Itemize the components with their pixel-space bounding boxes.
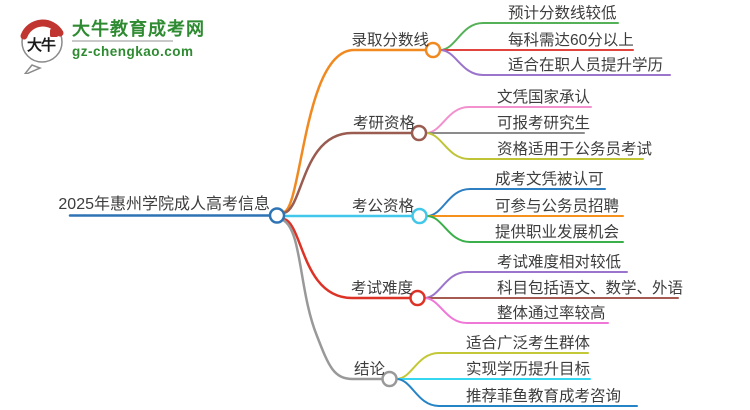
- root-node-handle[interactable]: [268, 207, 286, 224]
- topic-civil-service[interactable]: 考公资格: [351, 198, 414, 215]
- topic-admission-score[interactable]: 录取分数线: [351, 32, 429, 49]
- node-handle-postgrad-eligibility[interactable]: [410, 124, 428, 142]
- subtopic-60-points[interactable]: 每科需达60分以上: [508, 32, 634, 49]
- branch-line-postgrad-eligibility: [282, 131, 414, 215]
- branch-line-conclusion: [281, 218, 385, 381]
- subtopic-diploma-accepted[interactable]: 成考文凭被认可: [495, 171, 604, 188]
- logo-icon-text: 大牛: [27, 36, 56, 54]
- subtopic-low-difficulty[interactable]: 考试难度相对较低: [497, 254, 622, 271]
- topic-conclusion[interactable]: 结论: [353, 361, 385, 378]
- topic-exam-difficulty[interactable]: 考试难度: [350, 280, 413, 297]
- logo-title: 大牛教育成考网: [72, 19, 205, 39]
- subtopic-civil-exam-eligible[interactable]: 资格适用于公务员考试: [497, 141, 653, 158]
- branch-line-exam-difficulty: [282, 217, 412, 300]
- child-line-working-adults: [439, 49, 671, 76]
- topic-postgrad-eligibility[interactable]: 考研资格: [352, 115, 415, 132]
- root-topic-label[interactable]: 2025年惠州学院成人高考信息: [58, 196, 270, 213]
- subtopic-subjects[interactable]: 科目包括语文、数学、外语: [497, 280, 684, 297]
- logo-bull-icon: 大牛: [20, 19, 64, 74]
- child-line-pass-rate: [423, 297, 609, 324]
- logo-divider: [72, 40, 173, 42]
- subtopic-working-adults[interactable]: 适合在职人员提升学历: [508, 57, 664, 74]
- node-handle-civil-service[interactable]: [411, 207, 428, 225]
- node-handle-conclusion[interactable]: [381, 370, 398, 388]
- child-line-recommend-consult: [395, 378, 638, 407]
- logo: 大牛 大牛教育成考网 gz-chengkao.com: [10, 12, 205, 74]
- subtopic-pass-rate[interactable]: 整体通过率较高: [497, 305, 606, 322]
- branch-line-admission-score: [282, 48, 428, 214]
- logo-seal: [50, 29, 58, 37]
- logo-domain: gz-chengkao.com: [72, 44, 194, 59]
- subtopic-career-opportunity[interactable]: 提供职业发展机会: [495, 224, 620, 241]
- subtopic-apply-postgrad[interactable]: 可报考研究生: [497, 115, 591, 132]
- logo-red-cap: [20, 19, 64, 40]
- node-handle-admission-score[interactable]: [424, 41, 442, 59]
- subtopic-broad-candidates[interactable]: 适合广泛考生群体: [466, 335, 591, 352]
- child-line-civil-exam-eligible: [425, 132, 644, 160]
- subtopic-join-recruitment[interactable]: 可参与公务员招聘: [495, 198, 620, 215]
- child-line-career-opportunity: [426, 215, 624, 243]
- logo-bubble-tail: [23, 64, 42, 74]
- subtopic-recommend-consult[interactable]: 推荐菲鱼教育成考咨询: [466, 388, 622, 405]
- subtopic-expected-score[interactable]: 预计分数线较低: [508, 5, 617, 22]
- node-handle-exam-difficulty[interactable]: [409, 289, 426, 307]
- subtopic-education-goal[interactable]: 实现学历提升目标: [466, 361, 591, 378]
- subtopic-state-recognized[interactable]: 文凭国家承认: [497, 89, 591, 106]
